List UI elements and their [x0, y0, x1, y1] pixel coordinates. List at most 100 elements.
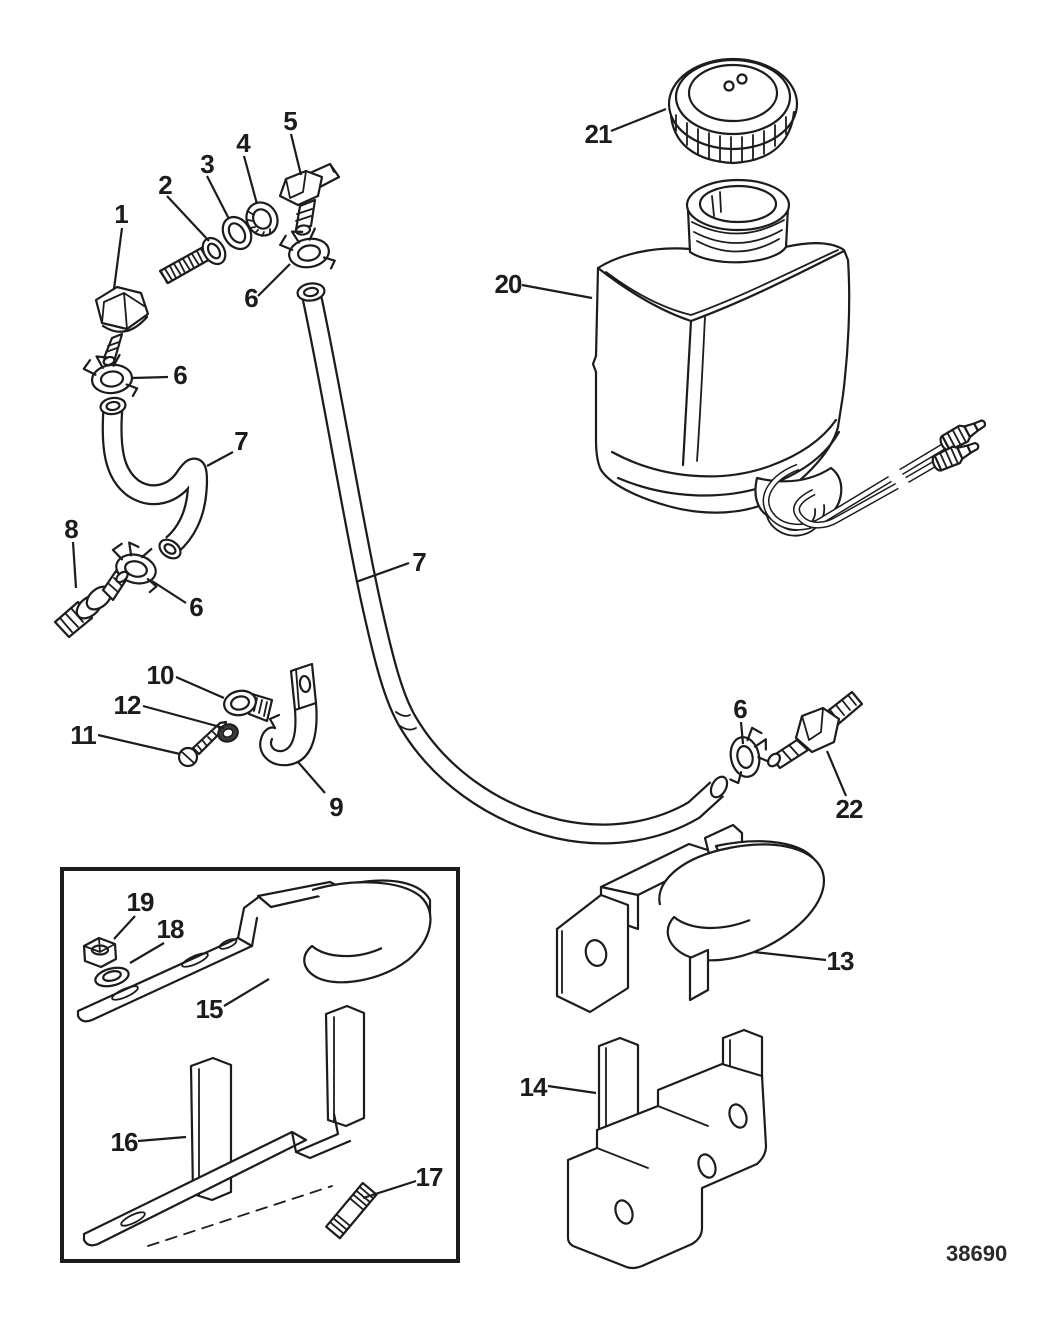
barb-fitting-part22: [766, 690, 864, 770]
callout-leader-12-11: [142, 704, 225, 730]
callout-leader-17-23: [362, 1179, 417, 1200]
washer3-inner: [227, 222, 247, 244]
bracket15-slot-1: [111, 985, 139, 1001]
clamp9-hook-lip: [268, 713, 281, 730]
bottle-band-upper: [610, 418, 838, 478]
bracket16-step: [290, 1112, 352, 1160]
callout-label-19-25: 19: [127, 887, 154, 917]
callout-label-16-22: 16: [111, 1127, 138, 1157]
callout-label-10-10: 10: [147, 660, 174, 690]
bottle-body: [591, 234, 851, 514]
callout-leader-7-14: [355, 561, 410, 584]
bracket13-roll-outer: [658, 843, 825, 962]
cap-vent-hole-2: [736, 73, 748, 85]
bracket13-bottom-tab: [688, 948, 710, 1002]
bolt-head-facets: [101, 292, 145, 330]
callout-leader-9-13: [297, 761, 326, 794]
bolt-barb-rings: [105, 341, 120, 353]
elbow-barb: [294, 198, 317, 232]
nut-part4: [245, 201, 279, 237]
callout-leader-20-17: [521, 283, 593, 300]
fitting22-barb-rings: [782, 745, 799, 761]
bottle-front-corner-1: [681, 319, 693, 467]
cap-skirt-bottom: [669, 110, 796, 165]
screw11-slot: [181, 751, 195, 764]
fitting22-tip: [766, 752, 782, 768]
bolt-head-collar: [101, 315, 149, 333]
callout-label-1-0: 1: [114, 199, 128, 229]
bracket15-roll-outer: [303, 881, 432, 984]
bracket14-hole-1: [728, 1103, 748, 1129]
callout-label-18-24: 18: [157, 914, 184, 944]
s-hose-part7: [99, 396, 209, 560]
washer12-inner: [222, 728, 234, 738]
elbow-fitting-part5: [278, 162, 341, 236]
callout-label-2-1: 2: [158, 170, 172, 200]
callout-leader-18-24: [129, 942, 165, 964]
bracket14-base: [566, 1062, 768, 1270]
callout-leader-11-12: [97, 733, 181, 756]
clamp9-tab: [289, 662, 318, 712]
callout-leader-14-20: [547, 1084, 597, 1095]
inset-box: [60, 867, 460, 1263]
elbow-block-edge: [329, 163, 335, 173]
screw11-threads: [197, 726, 222, 752]
j-clamp-part9: [259, 662, 318, 767]
callout-leader-6-15: [739, 721, 745, 745]
clamp9-hole: [298, 674, 312, 694]
washer2-inner: [206, 242, 222, 260]
s-hose-core: [103, 406, 206, 552]
callout-leader-1-0: [112, 227, 124, 290]
callout-label-6-6: 6: [173, 360, 187, 390]
cap-vent-hole-1: [723, 80, 735, 92]
callout-leader-13-19: [753, 950, 827, 962]
callout-label-14-20: 14: [520, 1072, 548, 1102]
callout-label-20-17: 20: [495, 269, 522, 299]
callout-label-6-5: 6: [244, 283, 258, 313]
bolt-fitting-part1: [94, 243, 214, 367]
callout-leader-6-5: [257, 263, 291, 297]
bolt-threads: [160, 248, 209, 284]
clamp9-tab-edge: [295, 668, 300, 709]
callout-label-4-3: 4: [236, 128, 251, 158]
mounting-bracket-part14: [566, 1028, 768, 1270]
screw17-body: [325, 1181, 378, 1240]
filler-cap-part21: [667, 57, 799, 165]
callout-leader-19-25: [113, 915, 136, 940]
bracket14-fold-lines: [596, 1105, 709, 1169]
clip-bracket-part15: [76, 879, 432, 1023]
pad-bracket-part16: [82, 1004, 366, 1247]
nut4-inner: [252, 208, 272, 230]
nut-part19: [82, 936, 118, 969]
callout-label-6-9: 6: [189, 592, 203, 622]
bottle-top-chamfer-inner: [605, 249, 839, 316]
callout-leader-22-16: [825, 750, 848, 797]
long-hose-top-opening: [296, 282, 326, 302]
long-hose-top-opening-inner: [302, 286, 320, 298]
stud-screw-part17: [325, 1181, 378, 1240]
callout-label-11-12: 11: [70, 720, 96, 750]
nut4-knurls: [247, 211, 271, 237]
callout-leader-8-8: [71, 541, 78, 589]
bracket16-blade: [82, 1130, 308, 1247]
callout-leader-2-1: [166, 195, 210, 242]
bracket13-hole: [584, 939, 608, 967]
callout-label-13-19: 13: [827, 946, 854, 976]
s-hose-top-opening: [99, 396, 127, 416]
nut19-hole: [90, 944, 110, 956]
bracket16-right-leg: [324, 1004, 366, 1128]
cable-clamp-part10: [223, 689, 274, 723]
clamp10-ring-inner: [229, 695, 251, 711]
bracket15-slot-3: [218, 938, 238, 950]
callout-label-21-18: 21: [585, 119, 612, 149]
neck-rim-shadow: [711, 191, 722, 217]
clamp10-ring-outer: [223, 689, 257, 717]
callout-label-5-4: 5: [283, 106, 297, 136]
long-hose-core: [302, 291, 723, 843]
bottle-front-corner-2: [696, 315, 706, 462]
cap-top: [674, 58, 792, 136]
s-hose-top-opening-inner: [105, 400, 121, 412]
bracket13-left-tab: [555, 893, 630, 1014]
callout-leader-6-9: [151, 580, 187, 604]
